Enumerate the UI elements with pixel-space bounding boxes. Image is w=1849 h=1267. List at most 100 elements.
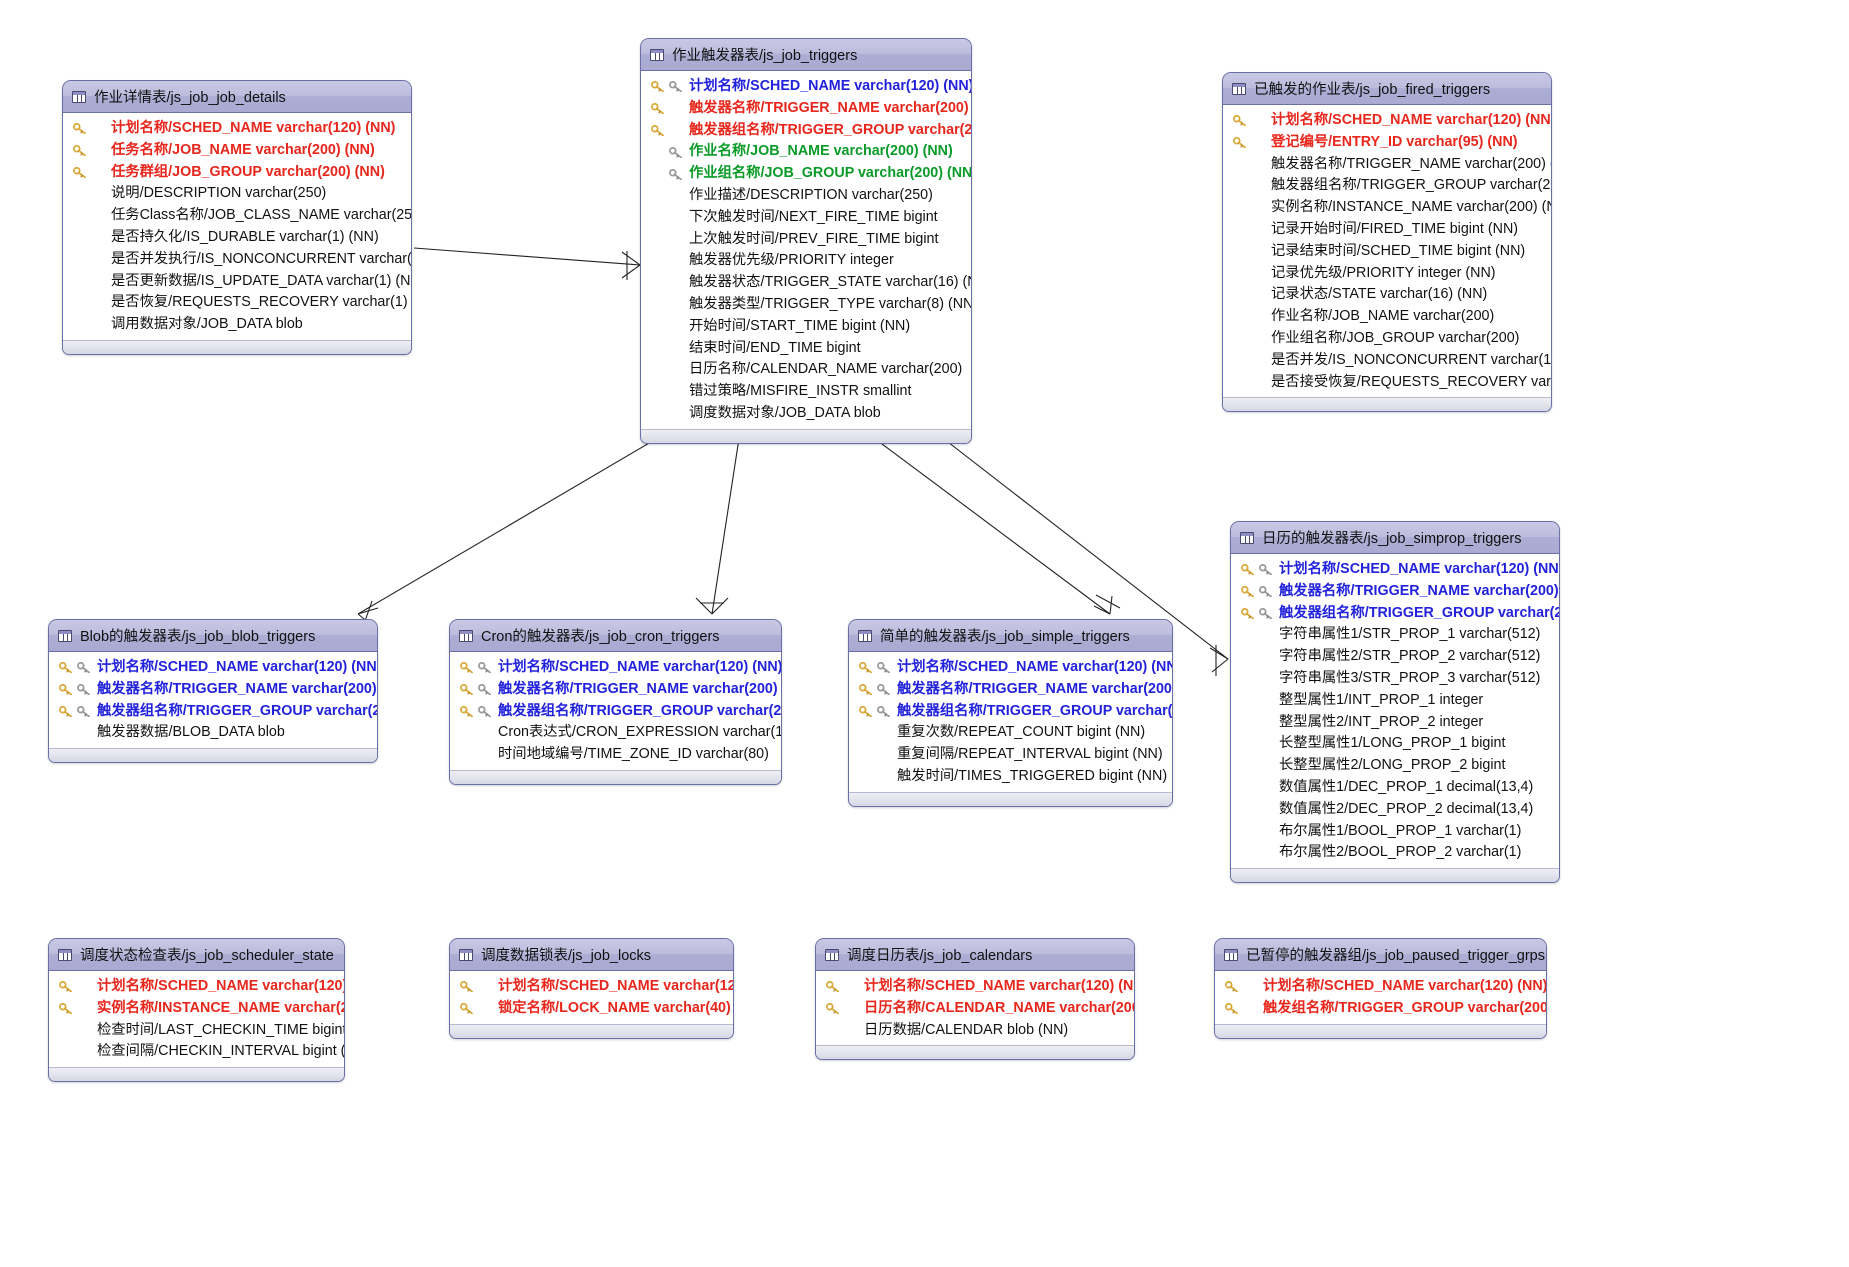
attribute-row[interactable]: 触发器组名称/TRIGGER_GROUP varchar(200) (NN) — [49, 701, 377, 723]
entity-paused_trigger_grps[interactable]: 已暂停的触发器组/js_job_paused_trigger_grps 计划名称/… — [1214, 938, 1547, 1039]
attribute-row[interactable]: 触发器优先级/PRIORITY integer — [641, 250, 971, 272]
attribute-row[interactable]: 触发组名称/TRIGGER_GROUP varchar(200) (NN) — [1215, 998, 1546, 1020]
entity-header-cron_triggers[interactable]: Cron的触发器表/js_job_cron_triggers — [450, 620, 781, 652]
attribute-row[interactable]: 字符串属性3/STR_PROP_3 varchar(512) — [1231, 668, 1559, 690]
attribute-row[interactable]: 调用数据对象/JOB_DATA blob — [63, 314, 411, 336]
entity-header-paused_trigger_grps[interactable]: 已暂停的触发器组/js_job_paused_trigger_grps — [1215, 939, 1546, 971]
attribute-row[interactable]: 布尔属性2/BOOL_PROP_2 varchar(1) — [1231, 842, 1559, 864]
entity-header-locks[interactable]: 调度数据锁表/js_job_locks — [450, 939, 733, 971]
entity-simprop_triggers[interactable]: 日历的触发器表/js_job_simprop_triggers 计划名称/SCHE… — [1230, 521, 1560, 884]
attribute-row[interactable]: 记录状态/STATE varchar(16) (NN) — [1223, 284, 1551, 306]
attribute-row[interactable]: 开始时间/START_TIME bigint (NN) — [641, 316, 971, 338]
attribute-row[interactable]: 调度数据对象/JOB_DATA blob — [641, 403, 971, 425]
attribute-row[interactable]: 计划名称/SCHED_NAME varchar(120) (NN) — [49, 657, 377, 679]
attribute-row[interactable]: 触发器名称/TRIGGER_NAME varchar(200) (NN) — [49, 679, 377, 701]
attribute-row[interactable]: 作业描述/DESCRIPTION varchar(250) — [641, 185, 971, 207]
attribute-row[interactable]: 计划名称/SCHED_NAME varchar(120) (NN) — [450, 976, 733, 998]
entity-locks[interactable]: 调度数据锁表/js_job_locks 计划名称/SCHED_NAME varch… — [449, 938, 734, 1039]
attribute-row[interactable]: 计划名称/SCHED_NAME varchar(120) (NN) — [1215, 976, 1546, 998]
entity-header-simprop_triggers[interactable]: 日历的触发器表/js_job_simprop_triggers — [1231, 522, 1559, 554]
attribute-row[interactable]: 是否并发/IS_NONCONCURRENT varchar(1) — [1223, 350, 1551, 372]
attribute-row[interactable]: 检查时间/LAST_CHECKIN_TIME bigint (NN) — [49, 1020, 344, 1042]
attribute-row[interactable]: 触发器名称/TRIGGER_NAME varchar(200) (NN) — [641, 98, 971, 120]
attribute-row[interactable]: 检查间隔/CHECKIN_INTERVAL bigint (NN) — [49, 1041, 344, 1063]
attribute-row[interactable]: 任务群组/JOB_GROUP varchar(200) (NN) — [63, 162, 411, 184]
attribute-row[interactable]: 触发器名称/TRIGGER_NAME varchar(200) (NN) — [849, 679, 1172, 701]
entity-fired_triggers[interactable]: 已触发的作业表/js_job_fired_triggers 计划名称/SCHED_… — [1222, 72, 1552, 413]
entity-cron_triggers[interactable]: Cron的触发器表/js_job_cron_triggers 计划名称/SCHED… — [449, 619, 782, 785]
attribute-row[interactable]: 计划名称/SCHED_NAME varchar(120) (NN) — [1231, 559, 1559, 581]
attribute-row[interactable]: 计划名称/SCHED_NAME varchar(120) (NN) — [849, 657, 1172, 679]
attribute-row[interactable]: 触发器数据/BLOB_DATA blob — [49, 722, 377, 744]
attribute-row[interactable]: 日历名称/CALENDAR_NAME varchar(200) — [641, 359, 971, 381]
attribute-row[interactable]: 触发器状态/TRIGGER_STATE varchar(16) (NN) — [641, 272, 971, 294]
entity-job_details[interactable]: 作业详情表/js_job_job_details 计划名称/SCHED_NAME … — [62, 80, 412, 355]
entity-header-blob_triggers[interactable]: Blob的触发器表/js_job_blob_triggers — [49, 620, 377, 652]
attribute-row[interactable]: 触发器组名称/TRIGGER_GROUP varchar(200) (NN) — [450, 701, 781, 723]
attribute-row[interactable]: 数值属性2/DEC_PROP_2 decimal(13,4) — [1231, 799, 1559, 821]
attribute-row[interactable]: 日历名称/CALENDAR_NAME varchar(200) (NN) — [816, 998, 1134, 1020]
attribute-row[interactable]: 实例名称/INSTANCE_NAME varchar(200) (NN) — [49, 998, 344, 1020]
attribute-row[interactable]: 触发器组名称/TRIGGER_GROUP varchar(200) (NN) — [1223, 175, 1551, 197]
attribute-row[interactable]: 数值属性1/DEC_PROP_1 decimal(13,4) — [1231, 777, 1559, 799]
attribute-row[interactable]: 触发器组名称/TRIGGER_GROUP varchar(200) (NN) — [641, 120, 971, 142]
entity-header-fired_triggers[interactable]: 已触发的作业表/js_job_fired_triggers — [1223, 73, 1551, 105]
attribute-row[interactable]: 说明/DESCRIPTION varchar(250) — [63, 183, 411, 205]
attribute-row[interactable]: 计划名称/SCHED_NAME varchar(120) (NN) — [450, 657, 781, 679]
attribute-row[interactable]: 记录结束时间/SCHED_TIME bigint (NN) — [1223, 241, 1551, 263]
attribute-row[interactable]: 长整型属性2/LONG_PROP_2 bigint — [1231, 755, 1559, 777]
attribute-row[interactable]: 触发器名称/TRIGGER_NAME varchar(200) (NN) — [1223, 154, 1551, 176]
attribute-row[interactable]: 登记编号/ENTRY_ID varchar(95) (NN) — [1223, 132, 1551, 154]
attribute-row[interactable]: Cron表达式/CRON_EXPRESSION varchar(120) (NN… — [450, 722, 781, 744]
attribute-row[interactable]: 触发器名称/TRIGGER_NAME varchar(200) (NN) — [1231, 581, 1559, 603]
attribute-row[interactable]: 触发器组名称/TRIGGER_GROUP varchar(200) (NN) — [1231, 603, 1559, 625]
attribute-row[interactable]: 错过策略/MISFIRE_INSTR smallint — [641, 381, 971, 403]
attribute-row[interactable]: 锁定名称/LOCK_NAME varchar(40) (NN) — [450, 998, 733, 1020]
entity-scheduler_state[interactable]: 调度状态检查表/js_job_scheduler_state 计划名称/SCHED… — [48, 938, 345, 1083]
entity-header-job_triggers[interactable]: 作业触发器表/js_job_triggers — [641, 39, 971, 71]
attribute-row[interactable]: 任务Class名称/JOB_CLASS_NAME varchar(250) (N… — [63, 205, 411, 227]
attribute-row[interactable]: 字符串属性1/STR_PROP_1 varchar(512) — [1231, 624, 1559, 646]
attribute-row[interactable]: 布尔属性1/BOOL_PROP_1 varchar(1) — [1231, 821, 1559, 843]
entity-calendars[interactable]: 调度日历表/js_job_calendars 计划名称/SCHED_NAME va… — [815, 938, 1135, 1061]
entity-header-simple_triggers[interactable]: 简单的触发器表/js_job_simple_triggers — [849, 620, 1172, 652]
attribute-row[interactable]: 整型属性2/INT_PROP_2 integer — [1231, 712, 1559, 734]
attribute-row[interactable]: 是否接受恢复/REQUESTS_RECOVERY varchar(1) — [1223, 372, 1551, 394]
attribute-row[interactable]: 作业组名称/JOB_GROUP varchar(200) — [1223, 328, 1551, 350]
attribute-row[interactable]: 是否并发执行/IS_NONCONCURRENT varchar(1) (NN) — [63, 249, 411, 271]
attribute-row[interactable]: 字符串属性2/STR_PROP_2 varchar(512) — [1231, 646, 1559, 668]
attribute-row[interactable]: 日历数据/CALENDAR blob (NN) — [816, 1020, 1134, 1042]
attribute-row[interactable]: 触发器组名称/TRIGGER_GROUP varchar(200) (NN) — [849, 701, 1172, 723]
attribute-row[interactable]: 任务名称/JOB_NAME varchar(200) (NN) — [63, 140, 411, 162]
attribute-row[interactable]: 整型属性1/INT_PROP_1 integer — [1231, 690, 1559, 712]
attribute-row[interactable]: 计划名称/SCHED_NAME varchar(120) (NN) — [816, 976, 1134, 998]
attribute-row[interactable]: 作业名称/JOB_NAME varchar(200) — [1223, 306, 1551, 328]
attribute-row[interactable]: 记录开始时间/FIRED_TIME bigint (NN) — [1223, 219, 1551, 241]
attribute-row[interactable]: 触发时间/TIMES_TRIGGERED bigint (NN) — [849, 766, 1172, 788]
entity-job_triggers[interactable]: 作业触发器表/js_job_triggers 计划名称/SCHED_NAME va… — [640, 38, 972, 444]
attribute-row[interactable]: 是否恢复/REQUESTS_RECOVERY varchar(1) (NN) — [63, 292, 411, 314]
attribute-row[interactable]: 作业组名称/JOB_GROUP varchar(200) (NN) — [641, 163, 971, 185]
attribute-row[interactable]: 计划名称/SCHED_NAME varchar(120) (NN) — [1223, 110, 1551, 132]
attribute-row[interactable]: 上次触发时间/PREV_FIRE_TIME bigint — [641, 229, 971, 251]
entity-header-job_details[interactable]: 作业详情表/js_job_job_details — [63, 81, 411, 113]
attribute-row[interactable]: 实例名称/INSTANCE_NAME varchar(200) (NN) — [1223, 197, 1551, 219]
entity-simple_triggers[interactable]: 简单的触发器表/js_job_simple_triggers 计划名称/SCHED… — [848, 619, 1173, 807]
entity-header-calendars[interactable]: 调度日历表/js_job_calendars — [816, 939, 1134, 971]
attribute-row[interactable]: 是否持久化/IS_DURABLE varchar(1) (NN) — [63, 227, 411, 249]
attribute-row[interactable]: 计划名称/SCHED_NAME varchar(120) (NN) — [49, 976, 344, 998]
entity-header-scheduler_state[interactable]: 调度状态检查表/js_job_scheduler_state — [49, 939, 344, 971]
attribute-row[interactable]: 结束时间/END_TIME bigint — [641, 338, 971, 360]
attribute-row[interactable]: 重复次数/REPEAT_COUNT bigint (NN) — [849, 722, 1172, 744]
entity-blob_triggers[interactable]: Blob的触发器表/js_job_blob_triggers 计划名称/SCHED… — [48, 619, 378, 764]
attribute-row[interactable]: 计划名称/SCHED_NAME varchar(120) (NN) — [63, 118, 411, 140]
attribute-row[interactable]: 下次触发时间/NEXT_FIRE_TIME bigint — [641, 207, 971, 229]
attribute-row[interactable]: 时间地域编号/TIME_ZONE_ID varchar(80) — [450, 744, 781, 766]
attribute-row[interactable]: 是否更新数据/IS_UPDATE_DATA varchar(1) (NN) — [63, 271, 411, 293]
attribute-row[interactable]: 长整型属性1/LONG_PROP_1 bigint — [1231, 733, 1559, 755]
attribute-row[interactable]: 计划名称/SCHED_NAME varchar(120) (NN) — [641, 76, 971, 98]
attribute-row[interactable]: 作业名称/JOB_NAME varchar(200) (NN) — [641, 141, 971, 163]
attribute-row[interactable]: 重复间隔/REPEAT_INTERVAL bigint (NN) — [849, 744, 1172, 766]
attribute-row[interactable]: 记录优先级/PRIORITY integer (NN) — [1223, 263, 1551, 285]
attribute-row[interactable]: 触发器名称/TRIGGER_NAME varchar(200) (NN) — [450, 679, 781, 701]
